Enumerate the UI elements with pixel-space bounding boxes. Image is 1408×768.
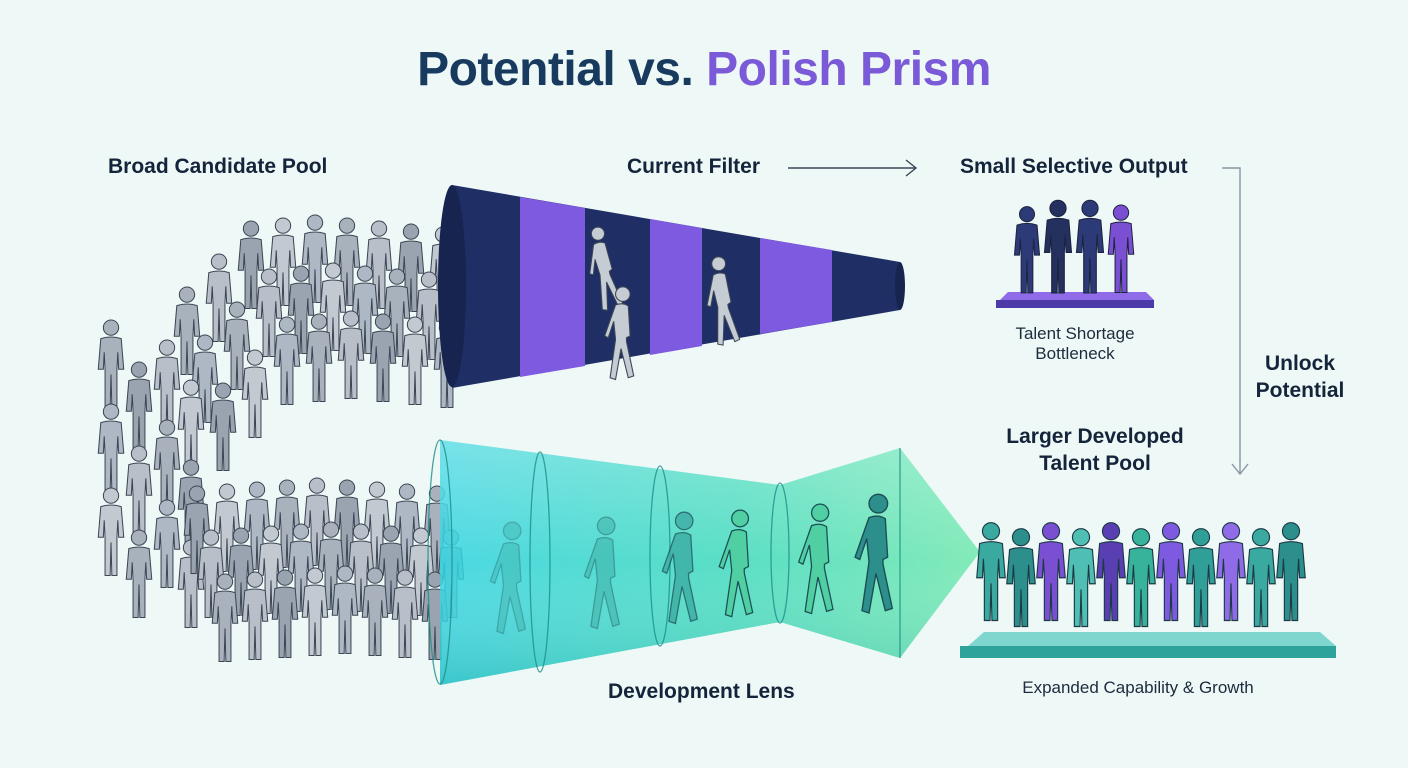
person-icon [97, 319, 125, 409]
bottleneck-caption: Talent Shortage Bottleneck [990, 324, 1160, 364]
person-icon [1126, 527, 1156, 628]
development-lens [427, 439, 980, 685]
person-icon [1096, 521, 1126, 622]
small-output-label: Small Selective Output [960, 155, 1188, 178]
page-title: Potential vs. Polish Prism [0, 42, 1408, 97]
person-icon [125, 445, 153, 535]
person-icon [125, 361, 153, 451]
person-icon [209, 382, 237, 472]
unlock-line-2: Potential [1255, 379, 1345, 402]
person-icon [1216, 521, 1246, 622]
down-arrow-icon [1222, 167, 1249, 476]
current-filter-funnel [438, 185, 905, 388]
person-icon [1066, 527, 1096, 628]
bottleneck-line-2: Bottleneck [1035, 344, 1115, 363]
unlock-potential-label: Unlock Potential [1240, 350, 1360, 404]
bottleneck-line-1: Talent Shortage [1015, 324, 1135, 343]
small-output-platform [996, 199, 1154, 308]
person-icon [125, 529, 153, 619]
person-icon [1156, 521, 1186, 622]
person-icon [97, 487, 125, 577]
expanded-caption: Expanded Capability & Growth [1022, 678, 1254, 697]
person-icon [153, 419, 181, 509]
larger-pool-label: Larger Developed Talent Pool [990, 423, 1200, 477]
person-icon [97, 403, 125, 493]
right-arrow-icon [788, 159, 918, 177]
larger-pool-line-1: Larger Developed [1006, 425, 1184, 448]
unlock-line-1: Unlock [1264, 352, 1335, 375]
person-icon [153, 339, 181, 429]
person-icon [976, 521, 1006, 622]
person-icon [1186, 527, 1216, 628]
person-icon [1246, 527, 1276, 628]
candidate-crowd [97, 214, 465, 663]
current-filter-label: Current Filter [627, 155, 761, 178]
person-icon [1036, 521, 1066, 622]
development-lens-label: Development Lens [608, 680, 795, 703]
large-output-platform [960, 521, 1336, 658]
broad-pool-label: Broad Candidate Pool [108, 155, 328, 178]
person-icon [1276, 521, 1306, 622]
person-icon [153, 499, 181, 589]
person-icon [241, 349, 269, 439]
title-part-accent: Polish Prism [706, 43, 991, 96]
larger-pool-line-2: Talent Pool [1039, 452, 1151, 475]
person-icon [1006, 527, 1036, 628]
title-part-primary: Potential vs. [417, 43, 694, 96]
